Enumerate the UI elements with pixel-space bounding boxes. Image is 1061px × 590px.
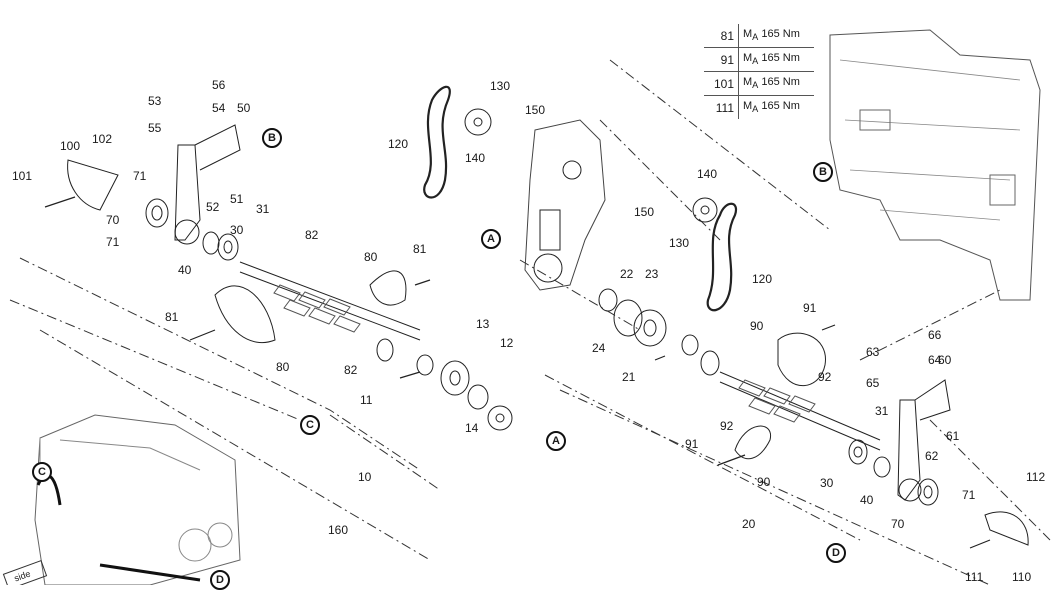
callout-20: 20 [742, 517, 756, 531]
callout-92-right: 92 [818, 370, 832, 384]
torque-symbol: M [743, 52, 753, 65]
torque-value-cell: MA 165 Nm [738, 47, 814, 72]
callout-92-left: 92 [720, 419, 734, 433]
callout-71-right: 71 [962, 488, 976, 502]
torque-subscript: A [752, 104, 759, 115]
callout-62: 62 [925, 449, 939, 463]
callout-53: 53 [148, 94, 162, 108]
ref-d-machine: D [210, 570, 230, 590]
callout-70-right: 70 [891, 517, 905, 531]
ref-b-left: B [262, 128, 282, 148]
callout-24: 24 [592, 341, 606, 355]
torque-value: 165 Nm [761, 100, 800, 113]
callout-51: 51 [230, 192, 244, 206]
callout-90-lower: 90 [757, 475, 771, 489]
callout-91-lower: 91 [685, 437, 699, 451]
callout-102: 102 [92, 132, 113, 146]
callout-101: 101 [12, 169, 33, 183]
callout-120-left: 120 [388, 137, 409, 151]
ref-a-housing: A [481, 229, 501, 249]
torque-table: 81 MA 165 Nm 91 MA 165 Nm 101 MA 165 Nm … [704, 24, 814, 119]
torque-part-number: 81 [704, 24, 739, 48]
callout-66: 66 [928, 328, 942, 342]
callout-80-upper: 80 [364, 250, 378, 264]
callout-60: 60 [938, 353, 952, 367]
callout-54: 54 [212, 101, 226, 115]
torque-row: 111 MA 165 Nm [704, 95, 815, 120]
callout-111: 111 [965, 570, 984, 584]
callout-130-left: 130 [490, 79, 511, 93]
callout-81-left: 81 [165, 310, 179, 324]
torque-part-number: 111 [704, 95, 739, 119]
callout-90-upper: 90 [750, 319, 764, 333]
callout-70-left: 70 [106, 213, 120, 227]
callout-12: 12 [500, 336, 514, 350]
ref-b-right: B [813, 162, 833, 182]
torque-subscript: A [752, 56, 759, 67]
callout-81-right: 81 [413, 242, 427, 256]
callout-21: 21 [622, 370, 636, 384]
torque-value-cell: MA 165 Nm [738, 71, 814, 96]
callout-80-lower: 80 [276, 360, 290, 374]
torque-subscript: A [752, 32, 759, 43]
callout-61: 61 [946, 429, 960, 443]
torque-row: 81 MA 165 Nm [704, 24, 814, 48]
callout-71-left-top: 71 [133, 169, 147, 183]
callout-140-left: 140 [465, 151, 486, 165]
torque-part-number: 91 [704, 47, 739, 72]
callout-140-right: 140 [697, 167, 718, 181]
callout-65: 65 [866, 376, 880, 390]
callout-31-right: 31 [875, 404, 889, 418]
callout-130-right: 130 [669, 236, 690, 250]
callout-40-right: 40 [860, 493, 874, 507]
callout-40-left: 40 [178, 263, 192, 277]
callout-10: 10 [358, 470, 372, 484]
ref-d: D [826, 543, 846, 563]
torque-symbol: M [743, 76, 753, 89]
callout-82-upper: 82 [305, 228, 319, 242]
callout-30-right: 30 [820, 476, 834, 490]
callout-11: 11 [360, 393, 373, 407]
torque-symbol: M [743, 100, 753, 113]
torque-row: 91 MA 165 Nm [704, 47, 814, 72]
callout-110: 110 [1012, 570, 1032, 584]
callout-120-right: 120 [752, 272, 773, 286]
callout-50: 50 [237, 101, 251, 115]
torque-part-number: 101 [704, 71, 739, 96]
callout-55: 55 [148, 121, 162, 135]
callout-91-upper: 91 [803, 301, 817, 315]
callout-64: 64 [928, 353, 942, 367]
torque-value: 165 Nm [761, 76, 800, 89]
torque-value: 165 Nm [761, 52, 800, 65]
callout-150-right: 150 [634, 205, 655, 219]
callout-31-left: 31 [256, 202, 270, 216]
callout-22: 22 [620, 267, 634, 281]
torque-symbol: M [743, 28, 753, 41]
torque-value: 165 Nm [761, 28, 800, 41]
torque-row: 101 MA 165 Nm [704, 71, 814, 96]
callout-23: 23 [645, 267, 659, 281]
torque-value-cell: MA 165 Nm [739, 96, 815, 120]
callout-63: 63 [866, 345, 880, 359]
torque-value-cell: MA 165 Nm [738, 24, 814, 48]
callout-150-left: 150 [525, 103, 546, 117]
callout-100: 100 [60, 139, 81, 153]
ref-a-shaft: A [546, 431, 566, 451]
callout-82-lower: 82 [344, 363, 358, 377]
ref-c-machine: C [32, 462, 52, 482]
callout-30-left: 30 [230, 223, 244, 237]
callout-56: 56 [212, 78, 226, 92]
callout-52: 52 [206, 200, 220, 214]
torque-subscript: A [752, 80, 759, 91]
callout-14: 14 [465, 421, 479, 435]
callout-160: 160 [328, 523, 349, 537]
callout-13: 13 [476, 317, 490, 331]
ref-c: C [300, 415, 320, 435]
callout-112: 112 [1026, 470, 1046, 484]
callout-71-left-bottom: 71 [106, 235, 120, 249]
